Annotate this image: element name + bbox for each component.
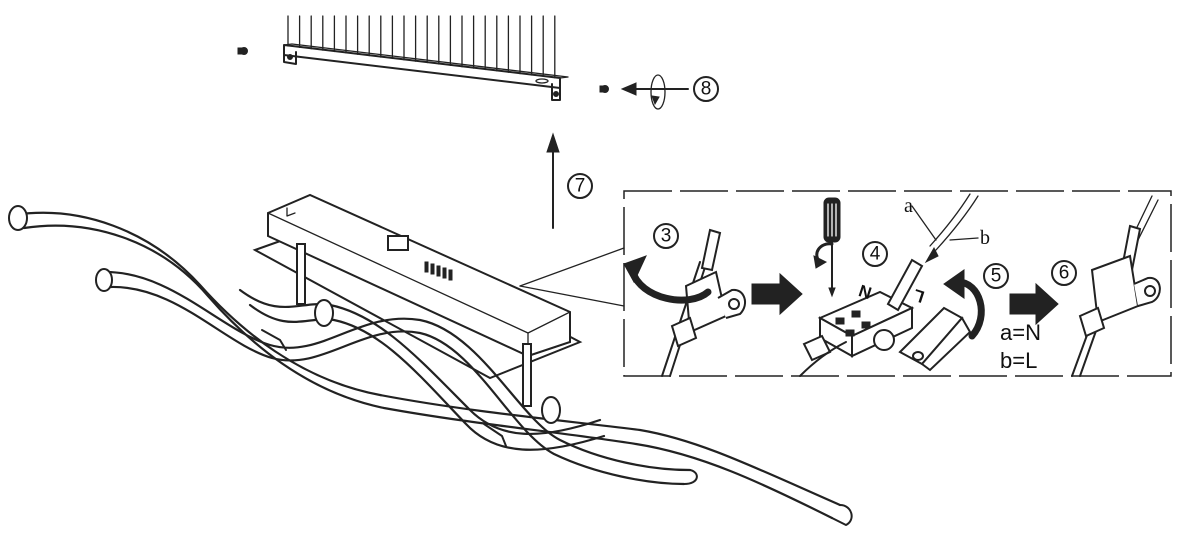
screw-left — [237, 47, 248, 55]
step-5-label: 5 — [983, 263, 1009, 289]
canopy-box — [252, 193, 583, 407]
led-arm-lower — [95, 268, 698, 486]
bracket-teeth — [287, 15, 556, 79]
step-7-label: 7 — [567, 173, 593, 199]
svg-text:4: 4 — [870, 244, 881, 265]
step-6-label: 6 — [1051, 260, 1077, 286]
step-8-arrow — [620, 74, 689, 110]
svg-text:N: N — [856, 281, 874, 303]
screwdriver — [813, 197, 841, 298]
step-8-label: 8 — [693, 76, 719, 102]
supply-wires — [911, 193, 979, 264]
svg-text:b: b — [980, 227, 990, 249]
terminal-n-label: N — [856, 281, 874, 303]
svg-text:7: 7 — [575, 176, 586, 197]
led-arm-cross — [238, 288, 606, 451]
ceiling-bracket — [283, 15, 569, 101]
wire-b-label: b — [980, 227, 990, 249]
zoom-line-bottom — [519, 285, 625, 307]
svg-text:8: 8 — [701, 79, 712, 100]
next-arrow-2 — [1009, 282, 1059, 326]
led-arm-upper — [8, 205, 853, 526]
wiring-legend: a=N b=L — [1000, 320, 1041, 373]
cover-cap — [898, 306, 972, 372]
svg-text:6: 6 — [1059, 263, 1070, 284]
svg-text:3: 3 — [661, 226, 672, 247]
svg-text:L: L — [911, 285, 927, 306]
wire-a-label: a — [904, 195, 913, 217]
panel-6-connector — [1071, 195, 1161, 377]
svg-text:a=N: a=N — [1000, 320, 1041, 345]
wire-insulation — [886, 258, 924, 312]
detail-panel — [623, 190, 1172, 377]
panel-3-connector — [661, 228, 747, 377]
step-7-arrow — [546, 132, 560, 229]
step-4-label: 4 — [862, 241, 888, 267]
svg-text:5: 5 — [991, 266, 1002, 287]
screw-right — [599, 85, 609, 93]
vent-slots — [424, 261, 453, 281]
arm-clamps — [261, 299, 561, 447]
zoom-line-top — [519, 247, 625, 287]
next-arrow-1 — [751, 272, 803, 316]
panel-3-rotate-arrow — [623, 255, 712, 304]
step-3-label: 3 — [653, 223, 679, 249]
svg-text:b=L: b=L — [1000, 348, 1037, 373]
svg-text:a: a — [904, 195, 913, 217]
panel-5-rotate-arrow — [943, 269, 985, 340]
terminal-l-label: L — [911, 285, 927, 306]
